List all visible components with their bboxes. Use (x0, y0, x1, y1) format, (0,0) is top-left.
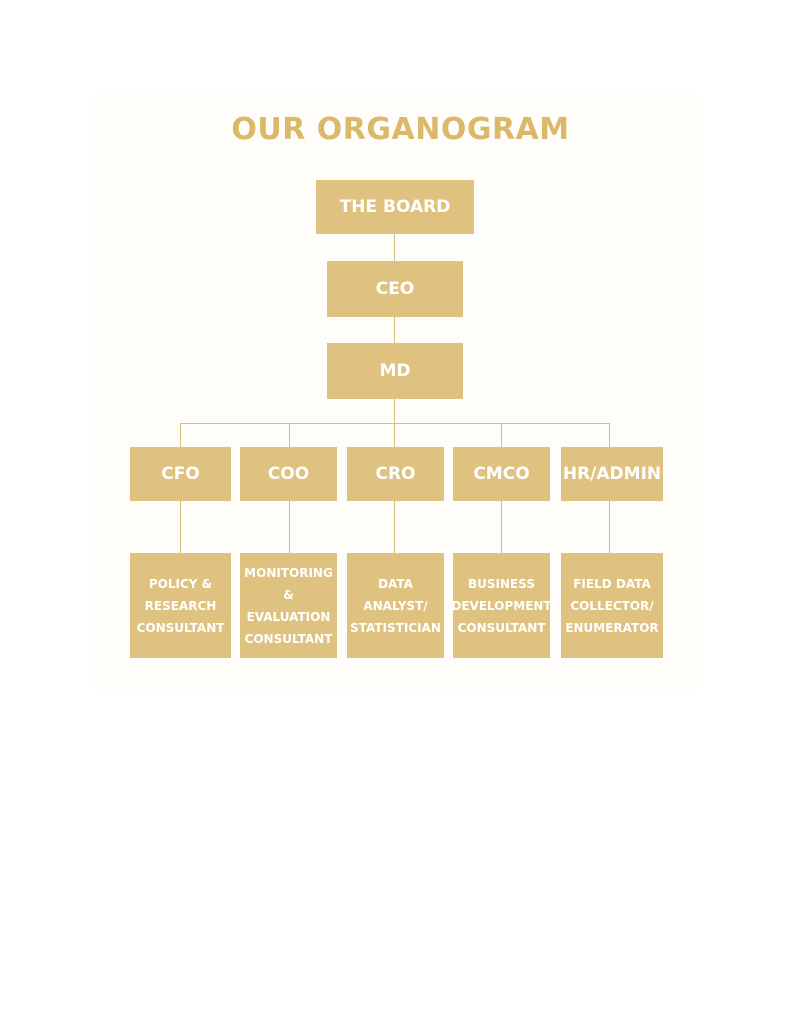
node-text-line: & (283, 587, 294, 602)
node-data-analyst-statistician: DATA ANALYST/ STATISTICIAN (347, 553, 444, 658)
connector-cfo-policy (180, 501, 181, 553)
connector-bus-cmco (501, 423, 502, 447)
connector-bus-hr (609, 423, 610, 447)
node-ceo: CEO (327, 261, 463, 317)
node-text-line: STATISTICIAN (350, 620, 441, 635)
node-hr-admin: HR/ADMIN (561, 447, 663, 501)
node-coo: COO (240, 447, 337, 501)
node-cfo: CFO (130, 447, 231, 501)
connector-board-ceo (394, 234, 395, 261)
node-text-line: POLICY & (148, 576, 213, 591)
node-the-board: THE BOARD (316, 180, 474, 234)
node-text-line: ENUMERATOR (565, 620, 659, 635)
node-text-line: CONSULTANT (244, 631, 333, 646)
connector-horizontal-bus (180, 423, 610, 424)
node-text-line: CONSULTANT (136, 620, 225, 635)
connector-bus-cfo (180, 423, 181, 447)
node-text-line: COLLECTOR/ (570, 598, 654, 613)
node-policy-research-consultant: POLICY & RESEARCH CONSULTANT (130, 553, 231, 658)
node-md: MD (327, 343, 463, 399)
connector-cro-data (394, 501, 395, 553)
node-text-line: CONSULTANT (457, 620, 546, 635)
node-text-line: RESEARCH (144, 598, 217, 613)
node-text-line: EVALUATION (246, 609, 331, 624)
node-field-data-collector-enumerator: FIELD DATA COLLECTOR/ ENUMERATOR (561, 553, 663, 658)
connector-cmco-business (501, 501, 502, 553)
node-text-line: BUSINESS (468, 576, 535, 591)
connector-md-bus (394, 399, 395, 423)
page-title: OUR ORGANOGRAM (231, 112, 570, 147)
node-text-line: DEVELOPMENT (451, 598, 552, 613)
node-business-development-consultant: BUSINESS DEVELOPMENT CONSULTANT (451, 553, 552, 658)
connector-coo-monitoring (289, 501, 290, 553)
node-text-line: MONITORING (244, 565, 333, 580)
connector-bus-coo (289, 423, 290, 447)
node-cmco: CMCO (453, 447, 550, 501)
node-text-line: FIELD DATA (573, 576, 651, 591)
node-cro: CRO (347, 447, 444, 501)
connector-hr-field (609, 501, 610, 553)
connector-bus-cro (394, 423, 395, 447)
node-monitoring-evaluation-consultant: MONITORING & EVALUATION CONSULTANT (240, 553, 337, 658)
node-text-line: DATA (378, 576, 413, 591)
node-text-line: ANALYST/ (363, 598, 428, 613)
connector-ceo-md (394, 317, 395, 343)
